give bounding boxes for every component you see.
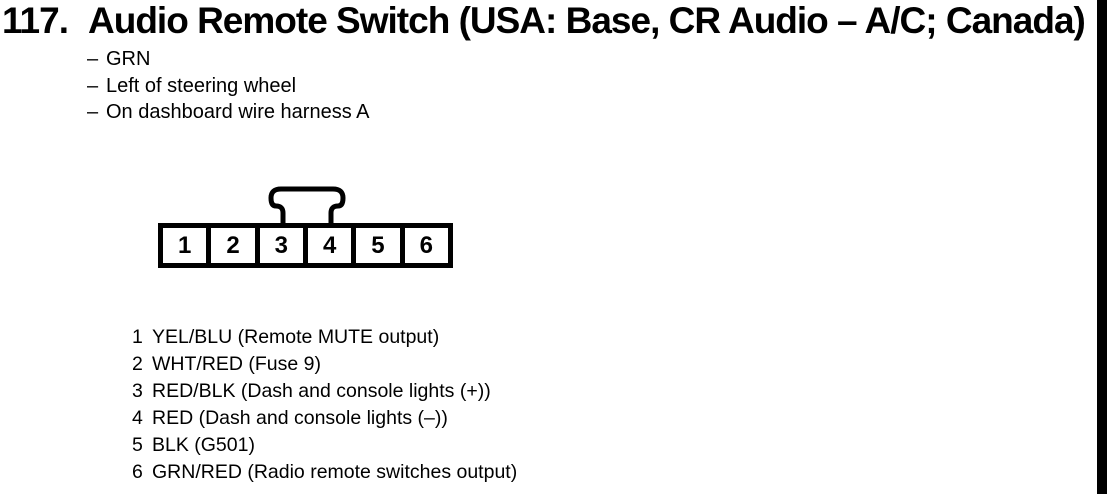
connector-pin-cell-2: 2	[211, 228, 255, 263]
connector-pin-cell-5: 5	[356, 228, 400, 263]
pin-number: 1	[132, 326, 143, 348]
pin-description: YEL/BLU (Remote MUTE output)	[152, 326, 440, 348]
connector-pin-cell-6: 6	[404, 228, 448, 263]
pin-row: 5 BLK (G501)	[132, 432, 517, 459]
connector-body: 1 2 3 4 5 6	[158, 223, 453, 268]
section-heading: 117. Audio Remote Switch (USA: Base, CR …	[2, 1, 1085, 41]
dash-bullet: –	[87, 101, 99, 123]
detail-item-color: – GRN	[87, 46, 370, 73]
detail-item-location: – Left of steering wheel	[87, 73, 370, 100]
detail-item-harness: – On dashboard wire harness A	[87, 99, 370, 126]
connector-pin-number: 1	[177, 231, 192, 259]
section-number: 117.	[2, 1, 69, 41]
connector-pin-number: 4	[322, 231, 337, 259]
dash-bullet: –	[87, 48, 99, 70]
connector-pin-number: 6	[419, 231, 433, 259]
connector-pin-number: 2	[226, 231, 240, 259]
section-title: Audio Remote Switch (USA: Base, CR Audio…	[88, 1, 1085, 41]
pin-row: 3 RED/BLK (Dash and console lights (+))	[132, 378, 517, 405]
detail-text: On dashboard wire harness A	[106, 101, 370, 123]
pin-row: 4 RED (Dash and console lights (–))	[132, 405, 517, 432]
pin-number: 6	[132, 461, 143, 483]
pin-description: WHT/RED (Fuse 9)	[152, 353, 322, 375]
pin-row: 6 GRN/RED (Radio remote switches output)	[132, 459, 517, 486]
pin-number: 3	[132, 380, 143, 402]
pin-row: 2 WHT/RED (Fuse 9)	[132, 351, 517, 378]
connector-latch	[268, 186, 346, 226]
detail-text: Left of steering wheel	[106, 74, 297, 97]
connector-pin-cell-4: 4	[307, 228, 352, 263]
connector-pin-number: 3	[274, 231, 288, 259]
detail-text: GRN	[106, 48, 151, 70]
pin-number: 2	[132, 353, 143, 375]
pin-description: GRN/RED (Radio remote switches output)	[152, 461, 518, 483]
connector-pin-cell-3: 3	[259, 228, 303, 263]
connector-pin-number: 5	[371, 231, 385, 259]
pin-row: 1 YEL/BLU (Remote MUTE output)	[132, 324, 517, 351]
detail-list: – GRN – Left of steering wheel – On dash…	[87, 46, 370, 126]
dash-bullet: –	[87, 74, 99, 97]
pin-description: BLK (G501)	[152, 434, 255, 456]
page-edge-bar	[1097, 0, 1107, 494]
pin-number: 5	[132, 434, 143, 456]
pin-list: 1 YEL/BLU (Remote MUTE output) 2 WHT/RED…	[132, 324, 517, 486]
pin-description: RED/BLK (Dash and console lights (+))	[152, 380, 491, 402]
pin-number: 4	[132, 407, 143, 429]
pin-description: RED (Dash and console lights (–))	[152, 407, 448, 429]
connector-pin-cell-1: 1	[163, 228, 207, 263]
